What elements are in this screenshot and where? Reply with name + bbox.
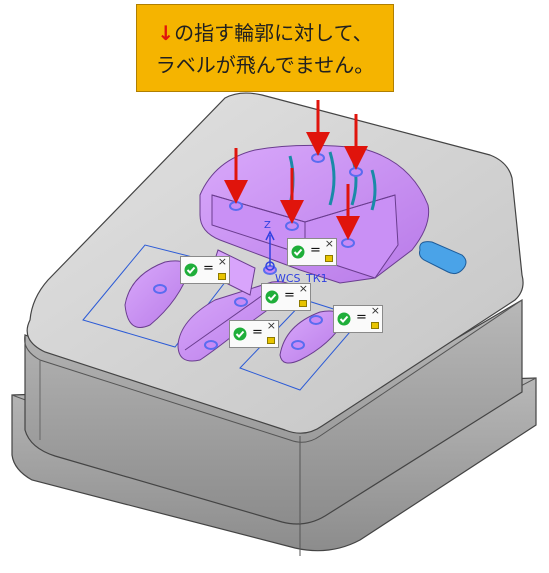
slot-feature[interactable]: [419, 241, 467, 275]
pin-icon[interactable]: [371, 322, 379, 329]
annotation-arrows: [224, 100, 368, 240]
callout-line-2: ラベルが飛んでません。: [155, 53, 375, 77]
check-icon: [233, 327, 247, 341]
callout-note: ↓の指す輪郭に対して、 ラベルが飛んでません。: [136, 4, 394, 92]
constraint-symbol: =: [356, 310, 367, 325]
check-icon: [184, 263, 198, 277]
constraint-symbol: =: [310, 243, 321, 258]
constraint-label[interactable]: = ×: [287, 237, 337, 266]
pin-icon[interactable]: [299, 300, 307, 307]
close-icon[interactable]: ×: [217, 255, 227, 268]
check-icon: [291, 245, 305, 259]
constraint-label[interactable]: = ×: [333, 304, 383, 333]
csys-name-label: WCS_ТК1: [275, 272, 328, 285]
check-icon: [265, 290, 279, 304]
constraint-symbol: =: [203, 261, 214, 276]
close-icon[interactable]: ×: [370, 304, 380, 317]
constraint-label[interactable]: = ×: [180, 255, 230, 284]
close-icon[interactable]: ×: [298, 282, 308, 295]
pin-icon[interactable]: [267, 337, 275, 344]
pin-icon[interactable]: [325, 255, 333, 262]
constraint-label[interactable]: = ×: [229, 319, 279, 348]
callout-line-1-text: の指す輪郭に対して、: [174, 21, 373, 45]
triad-z-label: Z: [264, 220, 271, 231]
constraint-symbol: =: [252, 325, 263, 340]
callout-arrow-glyph: ↓: [157, 21, 175, 45]
check-icon: [337, 312, 351, 326]
constraint-label[interactable]: = ×: [261, 282, 311, 311]
callout-line-1: ↓の指す輪郭に対して、: [137, 19, 393, 47]
pin-icon[interactable]: [218, 273, 226, 280]
purple-feature[interactable]: [124, 144, 430, 364]
constraint-symbol: =: [284, 288, 295, 303]
close-icon[interactable]: ×: [324, 237, 334, 250]
close-icon[interactable]: ×: [266, 319, 276, 332]
